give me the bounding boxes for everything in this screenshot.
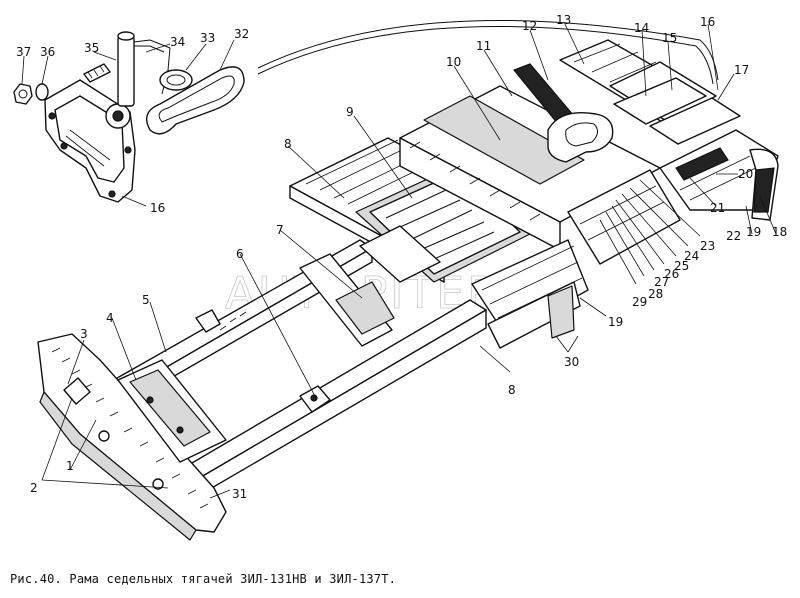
callout-8-top: 8	[284, 137, 292, 151]
callout-10: 10	[446, 55, 461, 69]
callout-25: 25	[674, 259, 689, 273]
callout-3: 3	[80, 327, 88, 341]
callout-19-right: 19	[746, 225, 761, 239]
callout-12: 12	[522, 19, 537, 33]
callout-1: 1	[66, 459, 74, 473]
coupling-bracket-detail	[13, 31, 245, 203]
callout-24: 24	[684, 249, 699, 263]
callout-16-left: 16	[150, 201, 165, 215]
callout-labels: 1 2 3 4 5 6 7 8 8 9 10 11 12 13 14 15 16…	[16, 13, 787, 501]
figure-caption: Рис.40. Рама седельных тягачей ЗИЛ-131НВ…	[10, 572, 397, 586]
callout-4: 4	[106, 311, 114, 325]
callout-9: 9	[346, 105, 354, 119]
saddle-platform	[289, 39, 779, 349]
callout-20: 20	[738, 167, 753, 181]
callout-30: 30	[564, 355, 579, 369]
callout-7: 7	[276, 223, 284, 237]
callout-15: 15	[662, 31, 677, 45]
callout-28: 28	[648, 287, 663, 301]
callout-6: 6	[236, 247, 244, 261]
callout-27: 27	[654, 275, 669, 289]
leader-lines	[21, 21, 777, 499]
callout-2: 2	[30, 481, 38, 495]
frame-assembly	[37, 239, 487, 541]
callout-23: 23	[700, 239, 715, 253]
callout-16-right: 16	[700, 15, 715, 29]
callout-8-bottom: 8	[508, 383, 516, 397]
callout-34: 34	[170, 35, 185, 49]
callout-37: 37	[16, 45, 31, 59]
callout-18: 18	[772, 225, 787, 239]
callout-35: 35	[84, 41, 99, 55]
callout-17: 17	[734, 63, 749, 77]
callout-5: 5	[142, 293, 150, 307]
callout-11: 11	[476, 39, 491, 53]
callout-14: 14	[634, 21, 649, 35]
callout-29: 29	[632, 295, 647, 309]
callout-19-bottom: 19	[608, 315, 623, 329]
callout-22: 22	[726, 229, 741, 243]
callout-31: 31	[232, 487, 247, 501]
callout-21: 21	[710, 201, 725, 215]
callout-32: 32	[234, 27, 249, 41]
callout-33: 33	[200, 31, 215, 45]
callout-26: 26	[664, 267, 679, 281]
cable	[257, 20, 719, 81]
callout-36: 36	[40, 45, 55, 59]
callout-13: 13	[556, 13, 571, 27]
